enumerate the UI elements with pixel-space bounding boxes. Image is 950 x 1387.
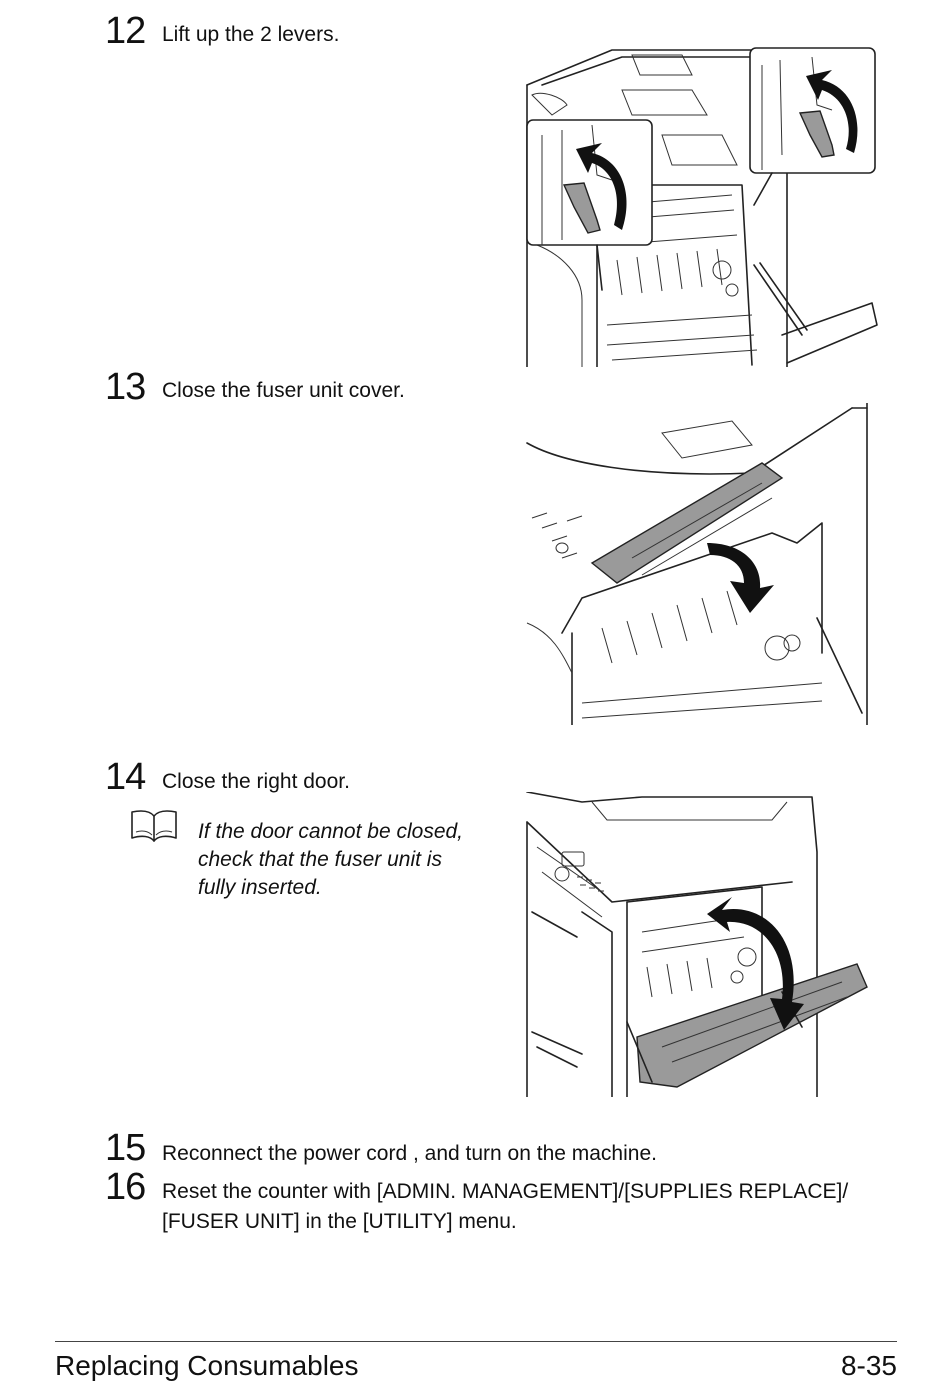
step-16-line-1: Reset the counter with [ADMIN. MANAGEMEN… [162,1180,849,1203]
note-text: If the door cannot be closed, check that… [198,818,498,902]
step-15-number: 15 [105,1127,146,1169]
note-line-1: If the door cannot be closed, [198,820,464,843]
note-line-2: check that the fuser unit is [198,848,442,871]
footer-page-number: 8-35 [840,1350,897,1381]
figure-close-right-door [522,792,872,1097]
note-line-3: fully inserted. [198,876,322,899]
footer-divider [55,1341,897,1342]
step-16-number: 16 [105,1166,146,1208]
figure-close-fuser-cover [522,403,882,725]
step-14-number: 14 [105,756,146,798]
step-13-text: Close the fuser unit cover. [162,379,405,402]
book-icon [128,808,180,849]
step-15-text: Reconnect the power cord , and turn on t… [162,1142,657,1165]
step-14-text: Close the right door. [162,770,350,793]
step-12-text: Lift up the 2 levers. [162,23,340,46]
step-16-text: Reset the counter with [ADMIN. MANAGEMEN… [162,1177,848,1237]
footer-section-title: Replacing Consumables [55,1350,359,1381]
step-13-number: 13 [105,366,146,408]
step-12-number: 12 [105,10,146,52]
step-16-line-2: [FUSER UNIT] in the [UTILITY] menu. [162,1210,517,1233]
figure-lift-levers [522,45,882,367]
